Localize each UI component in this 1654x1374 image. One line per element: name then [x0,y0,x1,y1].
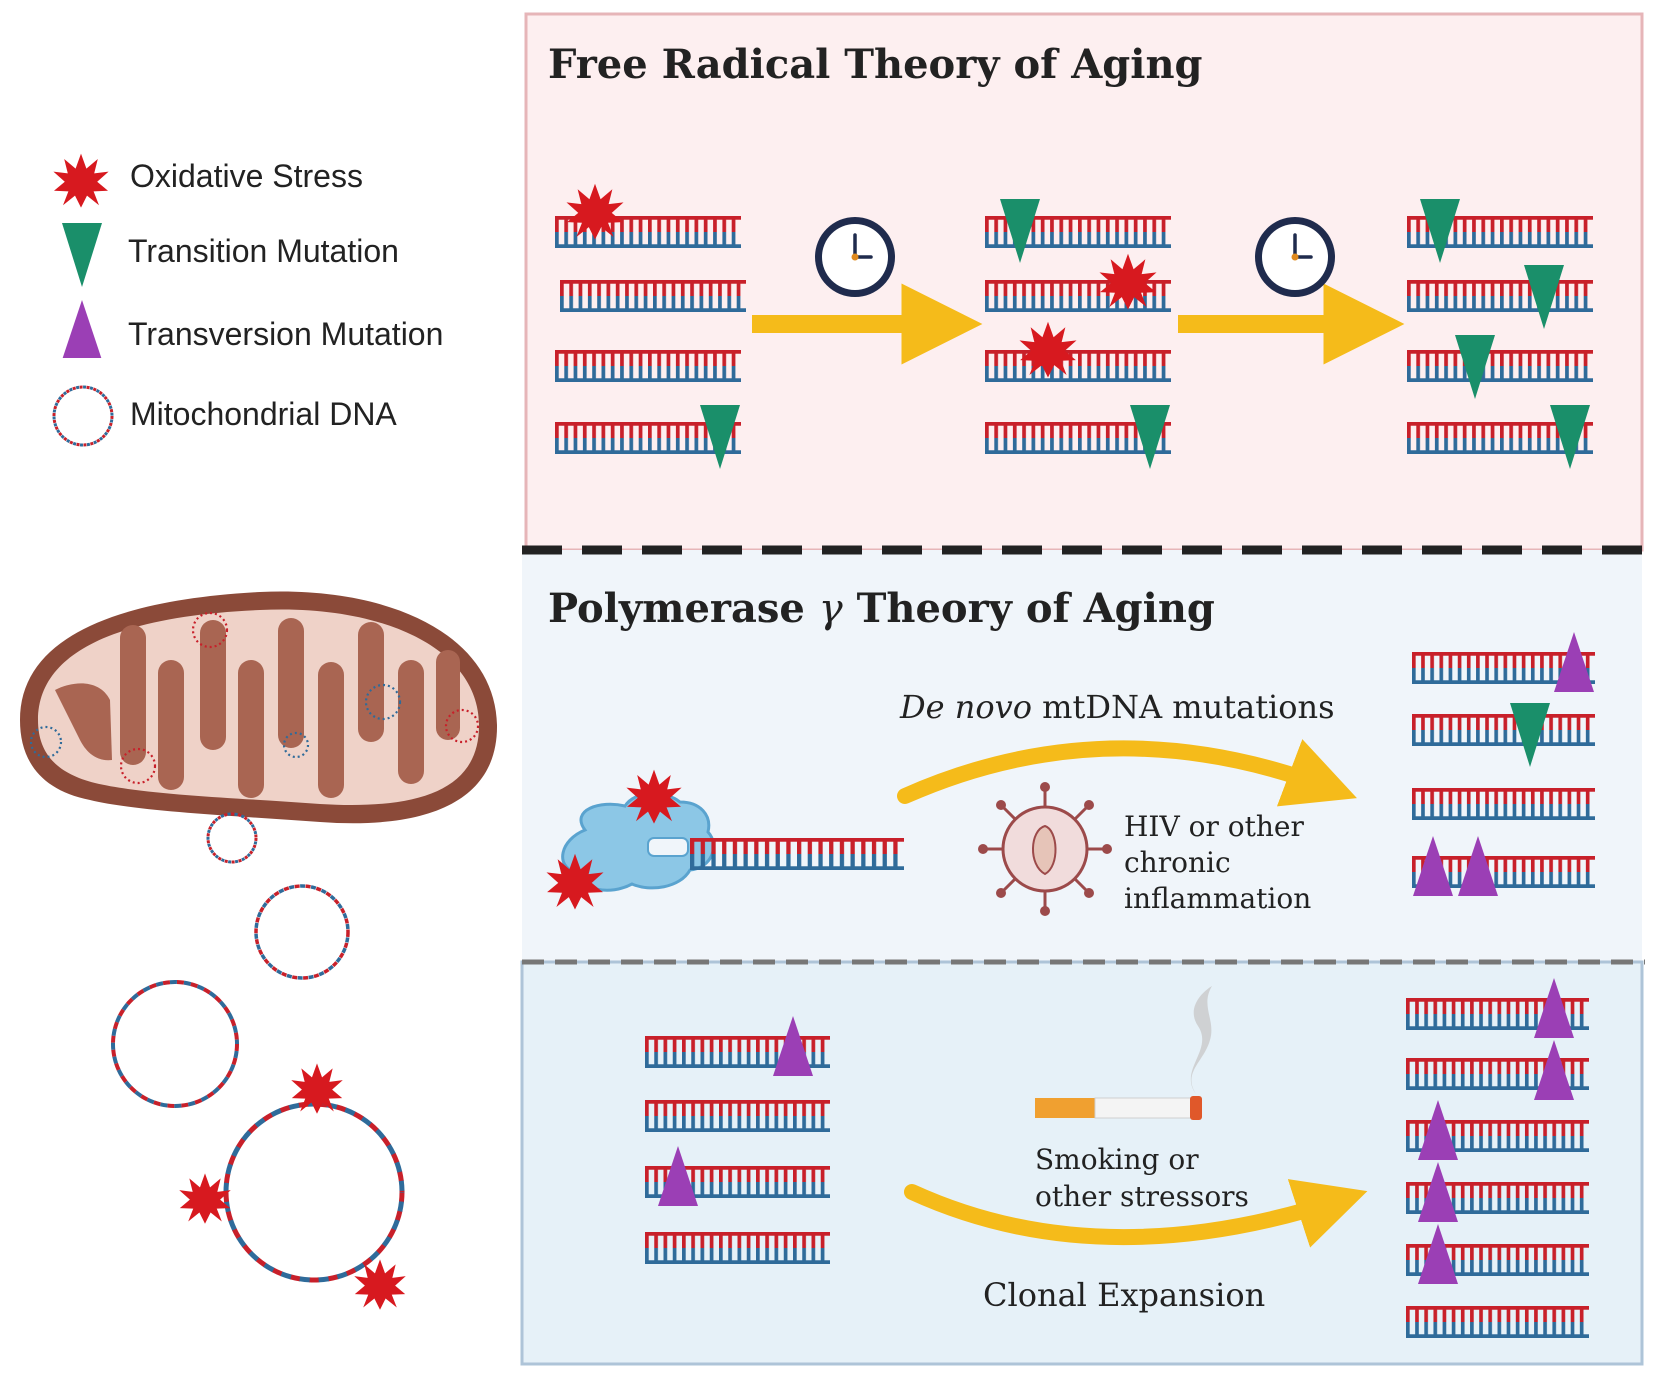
legend-oxidative-stress: Oxidative Stress [130,158,363,194]
mtdna-circles [111,812,406,1310]
virus-icon [978,782,1112,916]
polymerase-title: Polymerase γ Theory of Aging [548,585,1215,632]
oxidative-stress-icon [53,153,109,208]
mtdna-circle-medium [254,884,350,980]
clonal-expansion-panel: Smoking or other stressors Clonal Expans… [520,960,1644,1366]
hiv-label-line3: inflammation [1124,882,1311,915]
mtdna-circle-damaged [223,1101,405,1283]
cigarette-icon [1035,986,1212,1120]
free-radical-title: Free Radical Theory of Aging [548,41,1203,88]
transition-mutation-icon [62,223,102,287]
smoking-label-line1: Smoking or [1035,1143,1199,1176]
transversion-mutation-icon [62,300,102,358]
dna-strand [1407,280,1593,312]
dna-strand [985,350,1171,382]
dna-strand [645,1232,830,1264]
dna-strand [1407,350,1593,382]
legend-transversion-mutation: Transversion Mutation [128,316,443,352]
legend: Oxidative Stress Transition Mutation Tra… [52,153,443,447]
clonal-expansion-arrow [904,1179,1368,1248]
dna-strand [1412,788,1595,820]
hiv-label-line1: HIV or other [1124,810,1304,843]
dna-strand [560,280,746,312]
mtdna-circle-small [206,812,258,864]
smoking-label-line2: other stressors [1035,1180,1249,1213]
mutation-arrow [897,739,1357,807]
clock-icon [1253,215,1337,299]
oxidative-stress-star [179,1173,231,1224]
hiv-label-line2: chronic [1124,846,1231,879]
mitochondrion [20,591,498,824]
clock-icon [813,215,897,299]
dna-strand [555,350,741,382]
dna-strand [1412,714,1595,746]
de-novo-label: De novo mtDNA mutations [899,688,1335,726]
legend-mitochondrial-dna: Mitochondrial DNA [130,396,397,432]
mitochondrial-dna-icon [52,385,114,447]
dna-strand [1406,1306,1589,1338]
free-radical-panel: Free Radical Theory of Aging [524,12,1644,552]
dna-strand [690,838,904,870]
clonal-expansion-label: Clonal Expansion [983,1276,1265,1314]
legend-transition-mutation: Transition Mutation [128,233,399,269]
polymerase-panel: Polymerase γ Theory of Aging De novo mtD… [522,550,1642,962]
mtdna-circle-large [111,980,239,1108]
dna-strand [645,1100,830,1132]
